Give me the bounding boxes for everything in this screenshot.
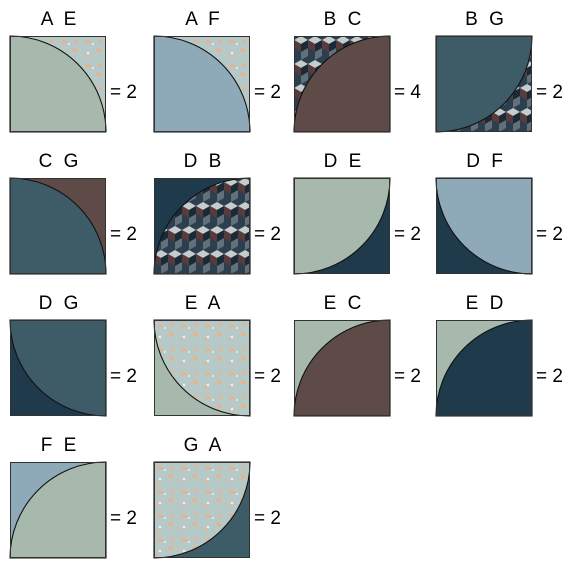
block-border [10,36,106,132]
block-swatch [293,35,391,133]
block-swatch [153,319,251,417]
block-label: C G [38,151,82,172]
block-border [154,178,250,274]
block-border [154,320,250,416]
block-label: A F [185,9,223,30]
block-count: = 2 [536,224,563,245]
block-label: B G [465,9,507,30]
block-label: G A [183,435,225,456]
block-label: D G [38,293,82,314]
block-border [294,320,390,416]
block-swatch [9,319,107,417]
block-swatch [153,177,251,275]
block-count: = 2 [536,82,563,103]
block-border [436,36,532,132]
quarter-circle-fabric-a [153,461,251,559]
block-label: D B [183,151,225,172]
block-swatch [153,461,251,559]
block-count: = 2 [254,82,281,103]
quarter-circle-fabric-g [435,35,533,133]
block-count: = 2 [110,82,137,103]
block-swatch [293,177,391,275]
quarter-circle-fabric-e [293,177,391,275]
block-count: = 2 [254,224,281,245]
block-swatch [9,35,107,133]
block-swatch [435,319,533,417]
block-count: = 2 [536,366,563,387]
block-label: E D [465,293,507,314]
block-border [294,36,390,132]
block-count: = 2 [254,508,281,529]
block-count: = 2 [254,366,281,387]
block-border [294,178,390,274]
block-swatch [9,177,107,275]
block-count: = 2 [394,224,421,245]
block-swatch [435,35,533,133]
block-border [10,178,106,274]
block-count: = 2 [110,224,137,245]
block-label: A E [40,9,80,30]
block-border [154,36,250,132]
block-count: = 2 [110,366,137,387]
block-border [436,320,532,416]
block-label: E A [184,293,224,314]
block-swatch [435,177,533,275]
block-border [10,462,106,558]
block-label: E C [323,293,365,314]
block-swatch [153,35,251,133]
block-label: B C [323,9,365,30]
block-border [10,320,106,416]
block-swatch [293,319,391,417]
block-count: = 2 [110,508,137,529]
block-border [436,178,532,274]
block-label: D F [466,151,506,172]
block-border [154,462,250,558]
block-label: D E [323,151,365,172]
block-count: = 4 [394,82,421,103]
block-label: F E [40,435,80,456]
block-swatch [9,461,107,559]
block-count: = 2 [394,366,421,387]
